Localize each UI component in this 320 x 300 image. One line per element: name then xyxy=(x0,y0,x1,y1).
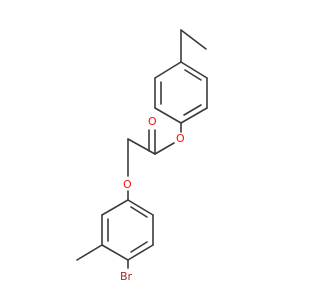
bond xyxy=(154,61,182,79)
bond-double-inner xyxy=(183,104,202,116)
bond xyxy=(180,107,208,124)
bond-double-inner xyxy=(130,206,148,218)
molecule-structure: O O O Br xyxy=(76,29,208,283)
bond-ethyl-terminal xyxy=(180,29,207,50)
lower-benzene-ring xyxy=(101,199,154,261)
ether-oxygen-label: O xyxy=(123,178,132,191)
bond-double-inner xyxy=(184,69,202,81)
bond xyxy=(154,107,182,124)
bond-carbonyl-ch2 xyxy=(127,138,156,155)
ethyl-group xyxy=(180,29,207,63)
bond-double-inner xyxy=(130,241,148,253)
bromine-label: Br xyxy=(120,270,133,283)
bond xyxy=(127,199,154,216)
upper-benzene-ring xyxy=(154,61,208,124)
bond xyxy=(127,244,154,261)
carbonyl-oxygen-label: O xyxy=(148,115,157,128)
bond xyxy=(101,199,129,216)
ester-oxygen-label: O xyxy=(176,132,185,145)
bond-methyl xyxy=(76,244,103,261)
bond xyxy=(101,244,129,261)
bond-ester-oxygen-carbonyl xyxy=(154,142,175,155)
bond xyxy=(180,61,208,79)
ester-group xyxy=(127,122,182,177)
